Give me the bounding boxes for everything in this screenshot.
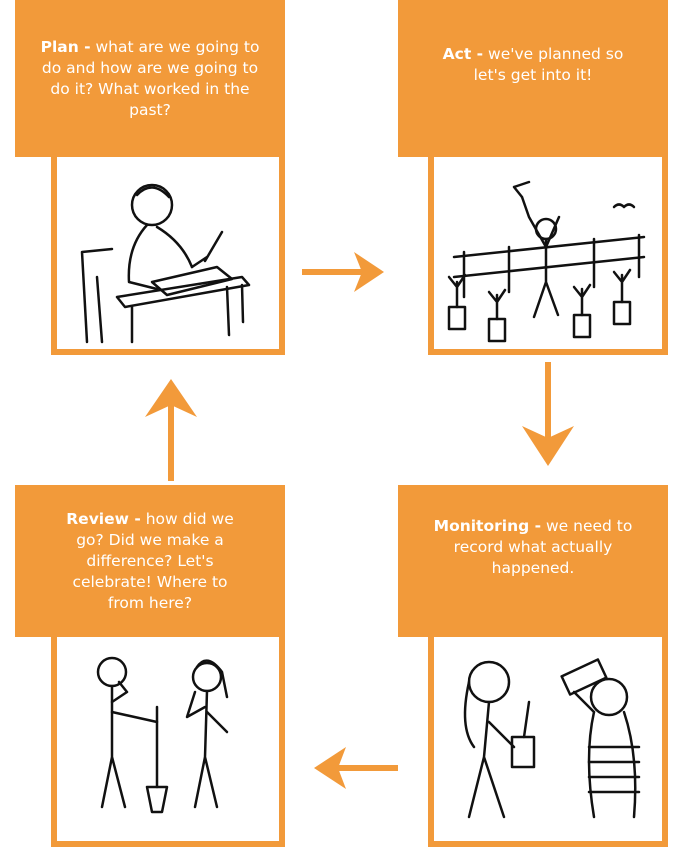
arrow-up-icon (145, 379, 197, 481)
act-card: Act - we've planned so let's get into it… (398, 0, 668, 847)
monitoring-text: Monitoring - we need to record what actu… (416, 516, 650, 579)
review-description: how did we go? Did we make a difference?… (72, 509, 234, 612)
plan-header: Plan - what are we going to do and how a… (15, 0, 285, 157)
review-title: Review - (66, 509, 141, 528)
monitoring-illustration-frame (428, 637, 668, 847)
plan-illustration-frame (51, 157, 285, 355)
act-header: Act - we've planned so let's get into it… (398, 0, 668, 157)
review-card: Review - how did we go? Did we make a di… (15, 485, 285, 847)
arrow-down-icon (522, 362, 574, 466)
arrow-right-icon (302, 252, 384, 292)
act-illustration-frame (428, 157, 668, 355)
act-description: we've planned so let's get into it! (473, 44, 624, 84)
act-text: Act - we've planned so let's get into it… (438, 44, 628, 86)
monitoring-card: Monitoring - we need to record what actu… (398, 485, 668, 847)
plan-title: Plan - (40, 37, 91, 56)
monitoring-title: Monitoring - (433, 516, 542, 535)
plan-description: what are we going to do and how are we g… (41, 37, 260, 119)
child-writing-illustration (80, 183, 251, 344)
act-title: Act - (442, 44, 484, 63)
monitoring-description: we need to record what actually happened… (453, 516, 633, 577)
review-text: Review - how did we go? Did we make a di… (53, 509, 247, 614)
review-illustration-frame (51, 637, 285, 847)
plan-text: Plan - what are we going to do and how a… (37, 37, 263, 121)
arrow-left-icon (314, 747, 398, 789)
monitoring-header: Monitoring - we need to record what actu… (398, 485, 668, 637)
binoculars-illustration (463, 658, 641, 819)
review-header: Review - how did we go? Did we make a di… (15, 485, 285, 637)
fence-building-illustration (447, 180, 646, 343)
two-people-shovel-illustration (96, 656, 229, 814)
plan-card: Plan - what are we going to do and how a… (15, 0, 285, 847)
